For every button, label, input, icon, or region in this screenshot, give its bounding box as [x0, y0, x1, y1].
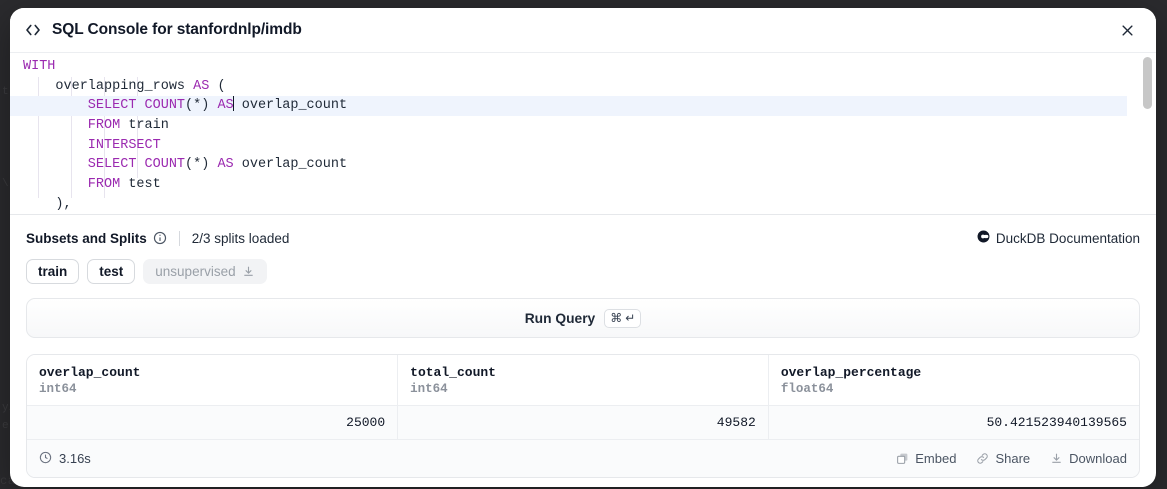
column-header-overlap_count[interactable]: overlap_count int64: [27, 355, 399, 406]
run-query-label: Run Query: [524, 310, 596, 326]
code-line: SELECT COUNT(*) AS overlap_count: [10, 155, 1156, 175]
link-icon: [976, 452, 989, 465]
sql-code-text[interactable]: WITH overlapping_rows AS ( SELECT COUNT(…: [10, 53, 1156, 214]
split-pill-label: test: [99, 264, 124, 279]
sql-keyword: SELECT COUNT: [23, 157, 186, 173]
sql-text: (: [209, 78, 226, 94]
table-cell: 49582: [397, 405, 769, 439]
query-elapsed-time: 3.16s: [39, 451, 91, 467]
table-cell: 25000: [27, 405, 399, 439]
code-line: overlapping_rows AS (: [10, 77, 1156, 97]
run-query-button[interactable]: Run Query ⌘ ↵: [26, 298, 1140, 338]
action-label: Embed: [915, 451, 957, 466]
sql-text: overlap_count: [233, 98, 348, 114]
subsets-and-splits-section: Subsets and Splits 2/3 splits loaded: [10, 215, 1156, 284]
sql-text: overlap_count: [233, 157, 348, 173]
code-line: ),: [10, 195, 1156, 214]
background-text-fragment: \: [2, 178, 9, 190]
splits-loaded-status: 2/3 splits loaded: [191, 230, 290, 246]
column-name: overlap_count: [39, 365, 141, 380]
code-line: INTERSECT: [10, 136, 1156, 156]
column-name: overlap_percentage: [780, 365, 922, 380]
duckdb-icon: [977, 230, 990, 246]
code-line: FROM test: [10, 175, 1156, 195]
embed-button[interactable]: Embed: [896, 451, 956, 466]
column-type: int64: [39, 382, 77, 396]
sql-text: train: [120, 118, 169, 134]
split-pill-train[interactable]: train: [26, 259, 80, 284]
sql-text: overlapping_rows: [23, 78, 194, 94]
run-query-shortcut: ⌘ ↵: [604, 308, 642, 328]
column-name: total_count: [410, 365, 496, 380]
download-button[interactable]: Download: [1050, 451, 1127, 466]
sql-text: test: [120, 177, 161, 193]
sql-keyword: AS: [217, 98, 234, 114]
sql-editor[interactable]: WITH overlapping_rows AS ( SELECT COUNT(…: [10, 52, 1156, 215]
column-header-total_count[interactable]: total_count int64: [397, 355, 769, 406]
action-label: Share: [995, 451, 1031, 466]
background-text-fragment: e: [2, 420, 9, 432]
background-text-fragment: t: [2, 86, 9, 98]
sql-text: ),: [23, 196, 72, 212]
close-icon[interactable]: [1114, 17, 1140, 43]
editor-vertical-scrollbar[interactable]: [1143, 57, 1152, 211]
split-pill-label: unsupervised: [155, 264, 236, 279]
sql-keyword: FROM: [23, 177, 121, 193]
sql-text: (*): [185, 157, 218, 173]
divider: [178, 230, 180, 246]
copy-icon: [896, 452, 909, 465]
command-key-glyph: ⌘: [610, 311, 623, 325]
action-label: Download: [1069, 451, 1127, 466]
duckdb-documentation-label: DuckDB Documentation: [995, 230, 1140, 246]
code-line: WITH: [10, 57, 1156, 77]
code-line: SELECT COUNT(*) AS overlap_count: [10, 96, 1156, 116]
sql-keyword: SELECT COUNT: [23, 98, 186, 114]
share-button[interactable]: Share: [976, 451, 1030, 466]
column-type: float64: [780, 382, 834, 396]
sql-console-modal: SQL Console for stanfordnlp/imdb WITH ov…: [10, 8, 1156, 487]
page-title: SQL Console for stanfordnlp/imdb: [52, 21, 302, 38]
sql-keyword: WITH: [23, 59, 56, 74]
enter-key-glyph: ↵: [625, 311, 636, 325]
clock-icon: [39, 451, 52, 467]
subsets-label: Subsets and Splits: [26, 230, 147, 246]
info-icon[interactable]: [153, 231, 167, 245]
sql-keyword: AS: [217, 157, 234, 173]
split-pill-unsupervised[interactable]: unsupervised: [143, 259, 267, 284]
splits-pill-row: train test unsupervised: [26, 259, 1140, 284]
results-footer: 3.16s Embed Share Download: [27, 439, 1139, 477]
sql-keyword: INTERSECT: [23, 137, 161, 153]
footer-actions: Embed Share Download: [896, 451, 1127, 466]
split-pill-test[interactable]: test: [87, 259, 136, 284]
text-cursor: [233, 96, 235, 112]
column-type: int64: [410, 382, 448, 396]
sql-keyword: FROM: [23, 118, 121, 134]
column-header-overlap_percentage[interactable]: overlap_percentage float64: [768, 355, 1139, 406]
table-cell: 50.421523940139565: [768, 405, 1139, 439]
subsets-header-row: Subsets and Splits 2/3 splits loaded: [26, 228, 1140, 248]
elapsed-label: 3.16s: [59, 451, 91, 466]
download-icon[interactable]: [242, 265, 255, 278]
sql-text: (*): [185, 98, 218, 114]
download-icon: [1050, 452, 1063, 465]
duckdb-documentation-link[interactable]: DuckDB Documentation: [977, 230, 1140, 246]
sql-keyword: AS: [193, 78, 210, 94]
code-icon: [22, 19, 44, 41]
split-pill-label: train: [38, 264, 68, 279]
modal-header: SQL Console for stanfordnlp/imdb: [10, 8, 1156, 52]
scrollbar-thumb[interactable]: [1143, 57, 1152, 109]
code-line: FROM train: [10, 116, 1156, 136]
